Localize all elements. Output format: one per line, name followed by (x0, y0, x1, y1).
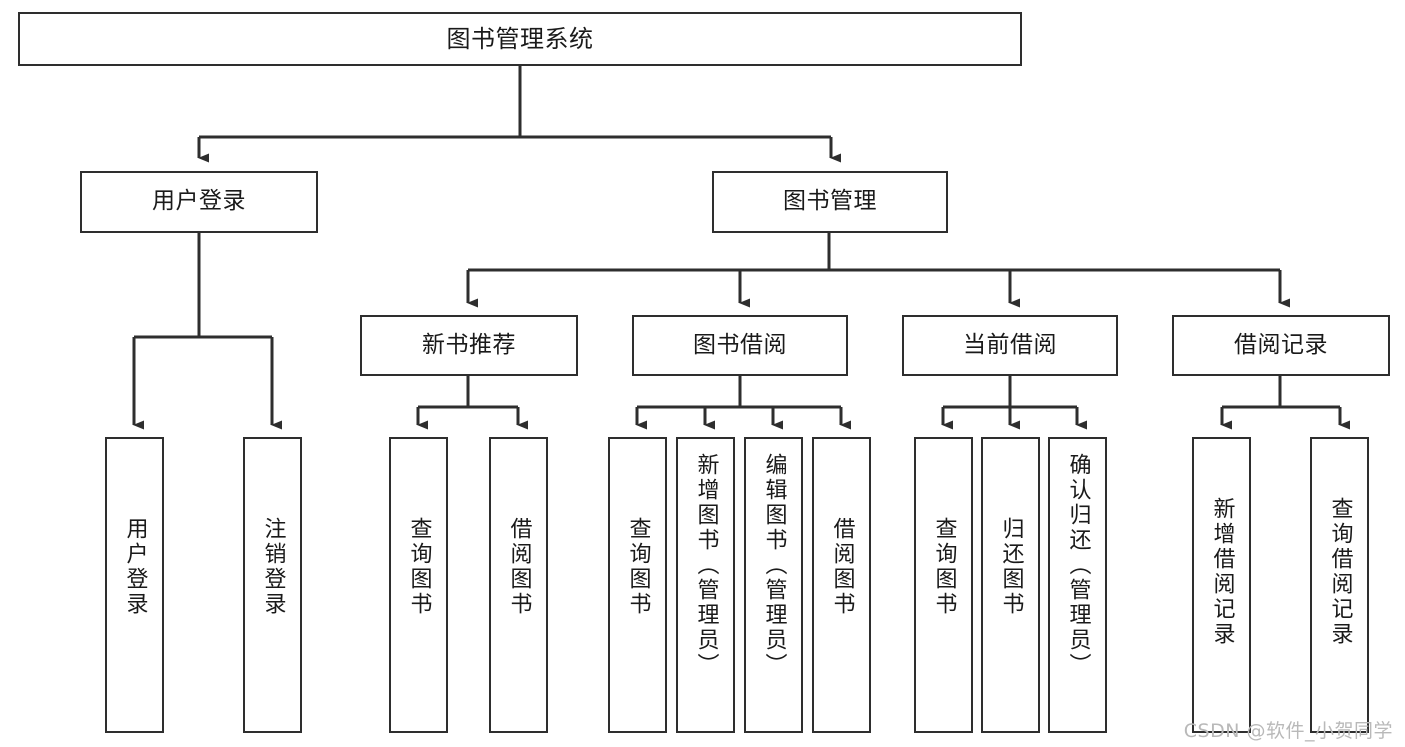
node-user-login[interactable]: 用户登录 (80, 171, 318, 233)
leaf-current-confirm-return-label: 确认归还（管理员） (1065, 453, 1091, 678)
leaf-current-return-book[interactable]: 归还图书 (981, 437, 1040, 733)
node-book-borrow[interactable]: 图书借阅 (632, 315, 848, 376)
node-root-system[interactable]: 图书管理系统 (18, 12, 1022, 66)
node-book-management[interactable]: 图书管理 (712, 171, 948, 233)
leaf-current-return-book-label: 归还图书 (998, 517, 1024, 617)
leaf-new-book-query-label: 查询图书 (406, 517, 432, 617)
leaf-borrow-query-book-label: 查询图书 (625, 517, 651, 617)
node-current-borrow-label: 当前借阅 (963, 331, 1057, 358)
node-new-book-recommend[interactable]: 新书推荐 (360, 315, 578, 376)
leaf-current-confirm-return[interactable]: 确认归还（管理员） (1048, 437, 1107, 733)
leaf-current-query-book[interactable]: 查询图书 (914, 437, 973, 733)
leaf-new-book-borrow-label: 借阅图书 (506, 517, 532, 617)
csdn-watermark: CSDN @软件_小贺同学 (1183, 720, 1393, 742)
leaf-user-login-logout-label: 注销登录 (260, 517, 286, 617)
leaf-borrow-borrow-book-label: 借阅图书 (829, 517, 855, 617)
leaf-borrow-edit-book[interactable]: 编辑图书（管理员） (744, 437, 803, 733)
leaf-record-add-record[interactable]: 新增借阅记录 (1192, 437, 1251, 733)
leaf-borrow-borrow-book[interactable]: 借阅图书 (812, 437, 871, 733)
leaf-user-login-logout[interactable]: 注销登录 (243, 437, 302, 733)
node-root-system-label: 图书管理系统 (446, 24, 594, 53)
node-current-borrow[interactable]: 当前借阅 (902, 315, 1118, 376)
leaf-borrow-query-book[interactable]: 查询图书 (608, 437, 667, 733)
node-borrow-record[interactable]: 借阅记录 (1172, 315, 1390, 376)
node-borrow-record-label: 借阅记录 (1234, 331, 1328, 358)
leaf-user-login-login[interactable]: 用户登录 (105, 437, 164, 733)
leaf-user-login-login-label: 用户登录 (122, 517, 148, 617)
node-new-book-recommend-label: 新书推荐 (422, 331, 516, 358)
leaf-record-query-record-label: 查询借阅记录 (1327, 497, 1353, 647)
node-user-login-label: 用户登录 (152, 188, 246, 215)
node-book-management-label: 图书管理 (783, 188, 877, 215)
leaf-current-query-book-label: 查询图书 (931, 517, 957, 617)
leaf-record-add-record-label: 新增借阅记录 (1209, 497, 1235, 647)
node-book-borrow-label: 图书借阅 (693, 331, 787, 358)
leaf-new-book-borrow[interactable]: 借阅图书 (489, 437, 548, 733)
leaf-borrow-edit-book-label: 编辑图书（管理员） (761, 453, 787, 678)
leaf-new-book-query[interactable]: 查询图书 (389, 437, 448, 733)
leaf-record-query-record[interactable]: 查询借阅记录 (1310, 437, 1369, 733)
leaf-borrow-add-book-label: 新增图书（管理员） (693, 453, 719, 678)
leaf-borrow-add-book[interactable]: 新增图书（管理员） (676, 437, 735, 733)
